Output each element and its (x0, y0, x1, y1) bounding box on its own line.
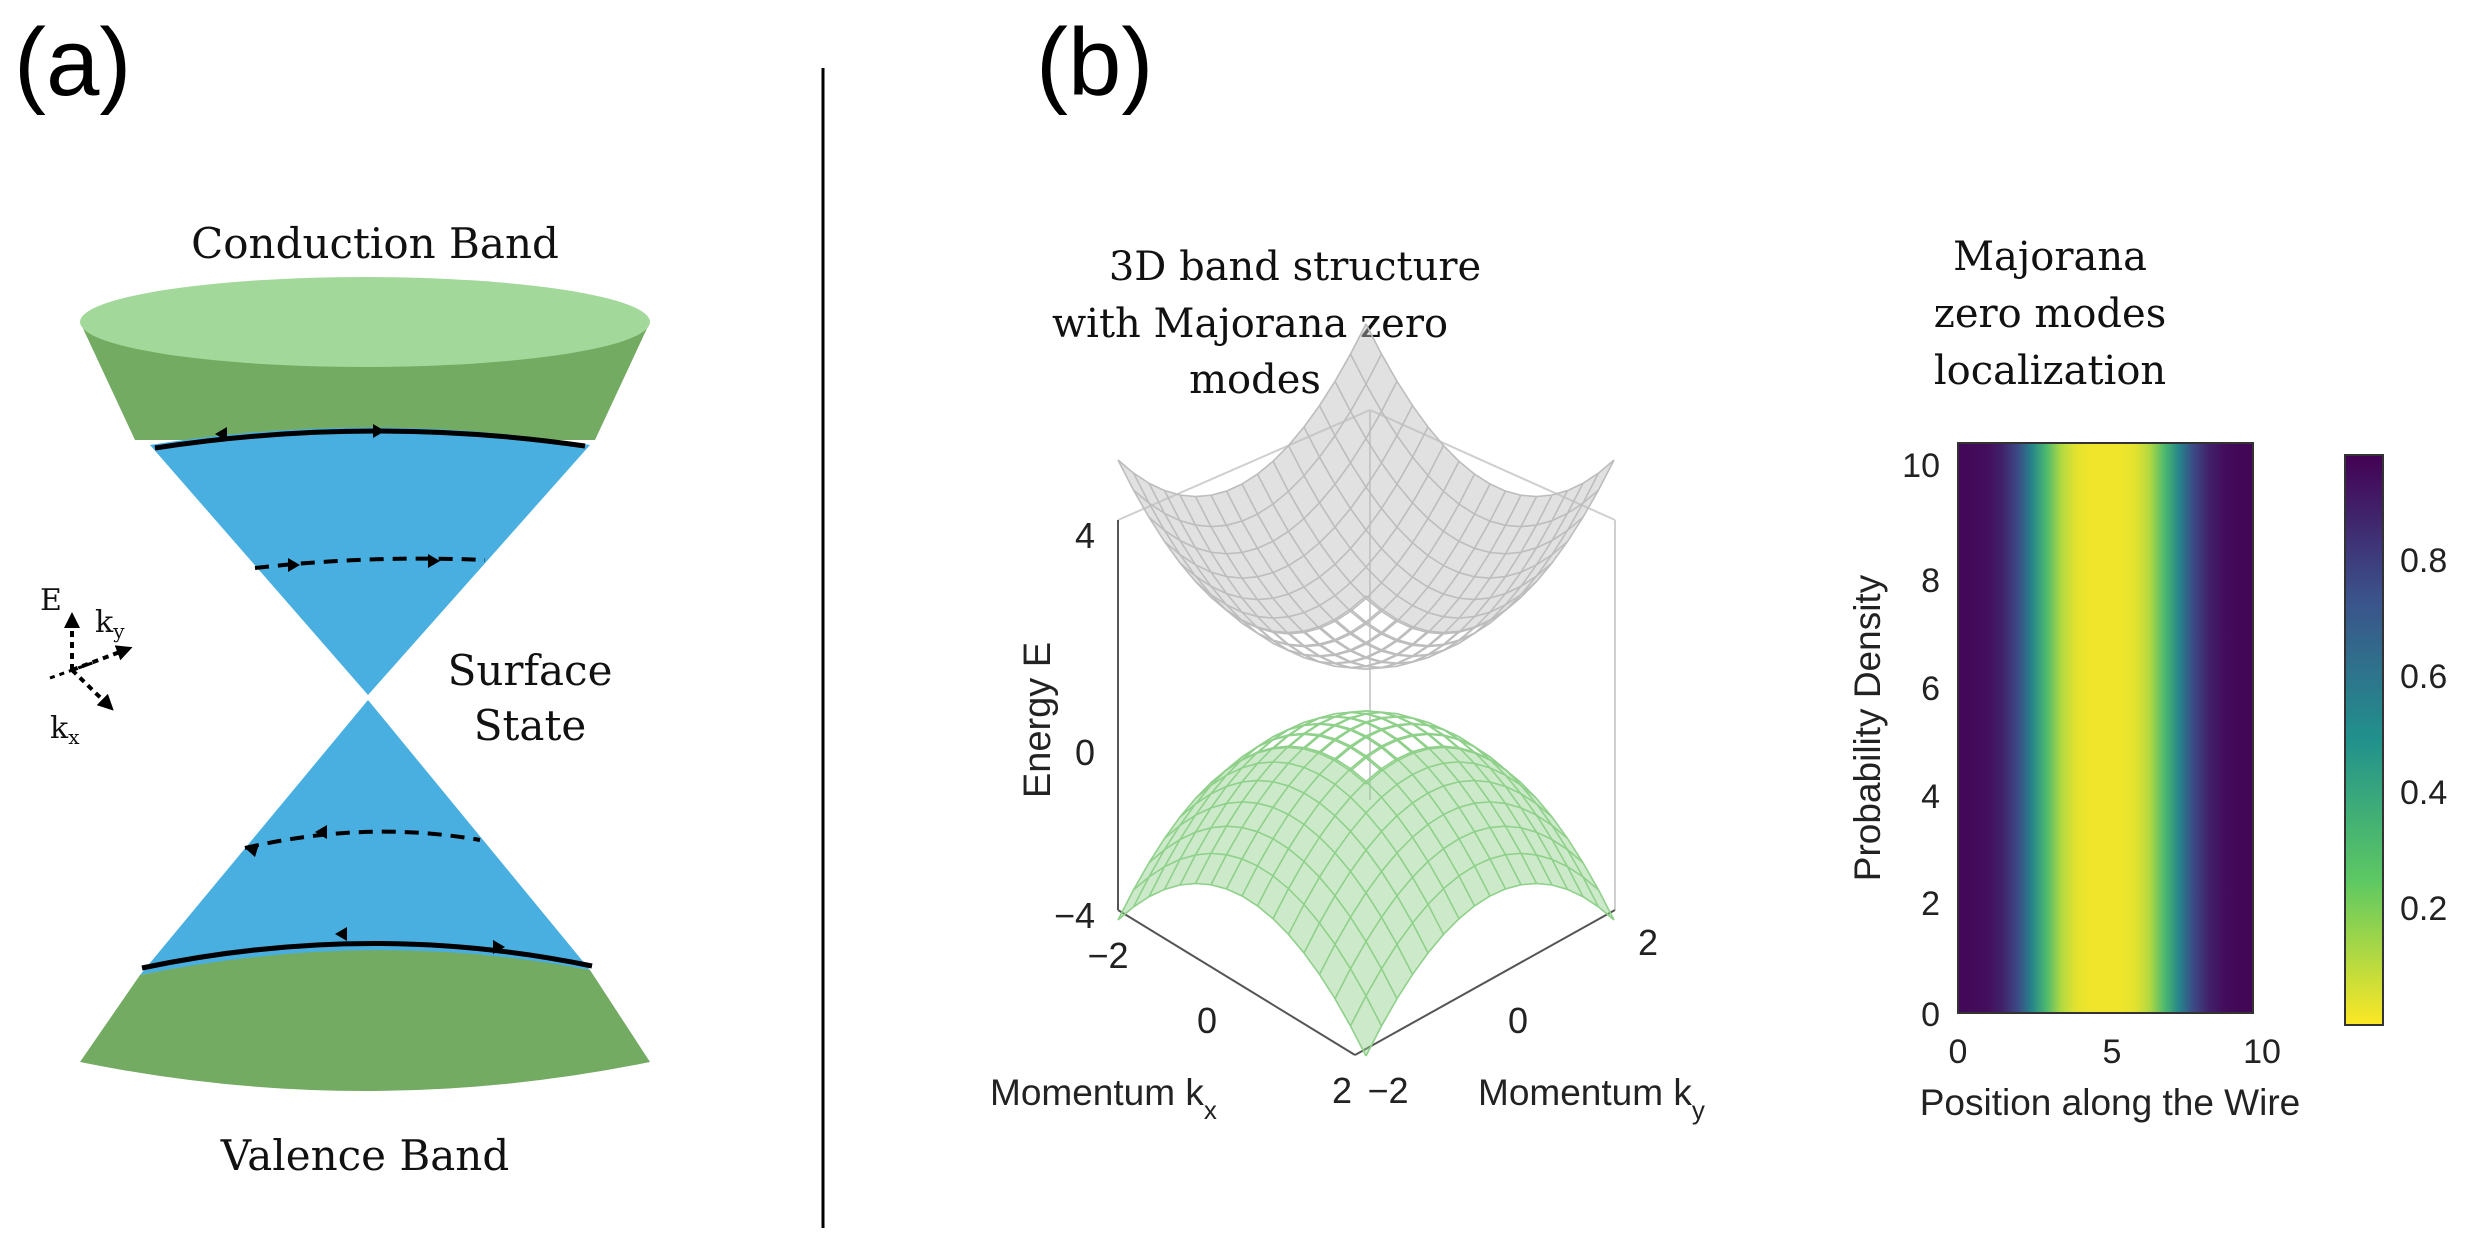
lower-dashed-contour (244, 829, 481, 850)
lower-band-surface (1117, 710, 1615, 1057)
surface-grid-line (1117, 459, 1367, 634)
surface-grid-line (1241, 722, 1491, 897)
x-tick-label: 2 (1332, 1070, 1352, 1111)
lower-fermi-contour (141, 941, 593, 971)
surface-grid-line (1349, 472, 1600, 647)
surface-grid-line (1179, 779, 1429, 954)
z-tick-label: −4 (1054, 895, 1095, 936)
y-axis-label: Momentum ky (1478, 1072, 1705, 1125)
surface-state-label-line1: Surface (448, 646, 613, 695)
panel-b-label: (b) (1036, 9, 1153, 116)
surface-grid-line (1365, 882, 1615, 1057)
surface-chart: 3D band structure with Majorana zero mod… (990, 244, 1705, 1125)
surface-grid-line (1256, 732, 1507, 907)
arrow-marker-icon (428, 554, 440, 568)
surface-title-line2: with Majorana zero (1052, 301, 1448, 347)
upper-fermi-contour (154, 428, 586, 451)
heatmap-title-line1: Majorana (1953, 234, 2147, 280)
x-axis-label: Momentum kx (990, 1072, 1217, 1125)
heatmap-y-tick: 4 (1921, 778, 1940, 816)
heatmap-y-tick: 10 (1902, 447, 1940, 485)
heatmap-x-tick: 0 (1949, 1033, 1968, 1071)
surface-grid-line (1272, 745, 1522, 920)
surface-grid-line (1318, 801, 1569, 975)
heatmap-title-line2: zero modes (1934, 291, 2166, 337)
heatmap-y-label: Probability Density (1847, 574, 1888, 881)
surface-grid-line (1210, 745, 1460, 920)
y-tick-label: 2 (1638, 922, 1658, 963)
surface-grid-line (1349, 852, 1600, 1027)
heatmap-title-line3: localization (1934, 348, 2166, 394)
surface-patch (1118, 324, 1614, 633)
x-tick-label: 0 (1197, 1000, 1217, 1041)
surface-patch (1118, 747, 1614, 1056)
surface-grid-line (1117, 882, 1367, 1057)
z-tick-label: 0 (1075, 732, 1095, 773)
surface-state-label-line2: State (474, 701, 586, 750)
heatmap-x-tick: 5 (2103, 1033, 2122, 1071)
surface-grid-line (1148, 825, 1398, 1000)
panel-a-label: (a) (14, 9, 131, 116)
surface-grid-line (1334, 482, 1584, 657)
colorbar-tick: 0.6 (2400, 658, 2447, 696)
conduction-band-top (80, 277, 650, 367)
arrow-marker-icon (215, 427, 227, 441)
heatmap-y-tick: 2 (1921, 885, 1940, 923)
arrow-marker-icon (315, 825, 327, 839)
surface-grid-line (1365, 459, 1615, 634)
y-tick-label: 0 (1508, 1000, 1528, 1041)
axes-glyph-icon (49, 612, 133, 711)
colorbar-tick: 0.8 (2400, 542, 2447, 580)
colorbar-tick: 0.4 (2400, 774, 2447, 812)
heatmap-x-label: Position along the Wire (1920, 1082, 2300, 1123)
upper-band-surface (1117, 323, 1615, 670)
axis-kx-label: kx (50, 711, 80, 749)
surface-grid-line (1132, 852, 1383, 1027)
surface-grid-line (1303, 779, 1553, 954)
colorbar (2344, 454, 2384, 1026)
surface-grid-line (1148, 482, 1398, 657)
conduction-band-label: Conduction Band (191, 219, 559, 268)
arrow-marker-icon (335, 927, 347, 941)
arrow-marker-icon (288, 558, 300, 572)
heatmap-y-tick: 8 (1921, 562, 1940, 600)
surface-grid-line (1287, 761, 1538, 935)
x-tick-label: −2 (1087, 935, 1128, 976)
heatmap-y-tick: 0 (1921, 996, 1940, 1034)
valence-band-label: Valence Band (220, 1131, 509, 1180)
upper-dashed-contour (254, 556, 486, 570)
surface-title-line3: modes (1189, 357, 1321, 403)
arrow-marker-icon (493, 940, 505, 954)
axis-ky-label: ky (95, 605, 125, 643)
lower-dirac-cone (140, 700, 590, 975)
colorbar-tick: 0.2 (2400, 890, 2447, 928)
surface-grid-line (1194, 761, 1445, 935)
axis-e-label: E (40, 583, 62, 618)
surface-title-line1: 3D band structure (1109, 244, 1481, 290)
heatmap-y-tick: 6 (1921, 670, 1940, 708)
z-axis-label: Energy E (1017, 642, 1059, 798)
surface-grid-line (1163, 801, 1414, 975)
arrow-marker-icon (373, 424, 385, 438)
valence-band-body (80, 950, 650, 1091)
surface-grid-line (1132, 472, 1383, 647)
surface-grid-line (1225, 732, 1476, 907)
heatmap-chart: Majorana zero modes localization 10 8 6 … (1847, 234, 2447, 1123)
heatmap-x-tick: 10 (2243, 1033, 2281, 1071)
surface-axes (1117, 520, 1616, 1056)
surface-grid-line (1334, 825, 1584, 1000)
arrow-marker-icon (245, 844, 259, 857)
y-tick-label: −2 (1367, 1070, 1408, 1111)
z-tick-label: 4 (1075, 515, 1095, 556)
heatmap-plot-area (1957, 442, 2254, 1014)
